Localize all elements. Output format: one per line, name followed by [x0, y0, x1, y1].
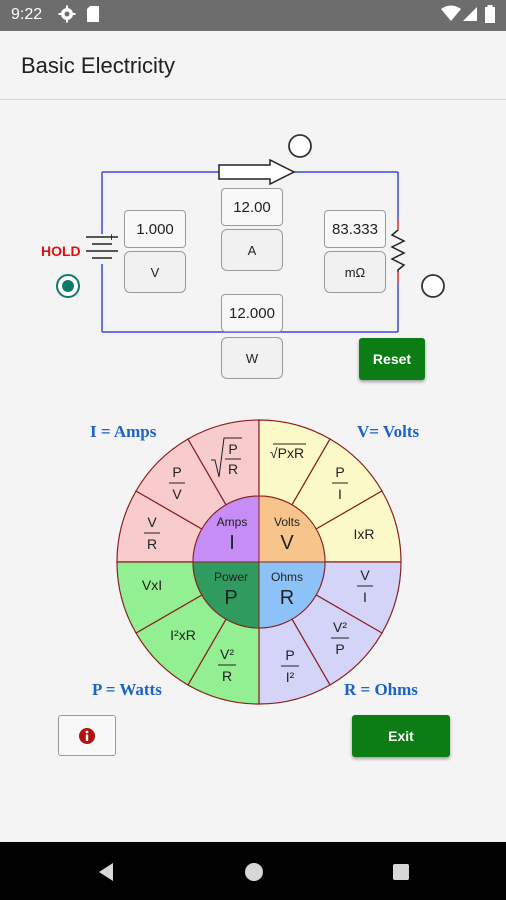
- svg-text:V²: V²: [220, 646, 234, 662]
- formula-p-over-i[interactable]: P I: [332, 464, 348, 502]
- resistor-symbol-icon: [390, 220, 406, 284]
- settings-icon: [58, 5, 76, 23]
- svg-text:P: P: [228, 441, 237, 457]
- hold-current-radio[interactable]: [288, 134, 312, 158]
- ohms-label: R = Ohms: [344, 680, 418, 699]
- formula-v2-over-p[interactable]: V² P: [331, 619, 349, 657]
- svg-text:P: P: [335, 641, 344, 657]
- status-time: 9:22: [11, 6, 43, 23]
- home-icon[interactable]: [244, 862, 264, 882]
- center-ohms-symbol: R: [280, 587, 294, 609]
- battery-icon: [485, 5, 495, 23]
- svg-text:I: I: [338, 486, 342, 502]
- center-amps-word: Amps: [217, 515, 248, 529]
- formula-vxi[interactable]: VxI: [142, 577, 162, 593]
- circuit-diagram: +: [56, 134, 445, 333]
- navigation-bar: [0, 842, 506, 900]
- svg-text:V²: V²: [333, 619, 347, 635]
- formula-sqrt-p-over-r[interactable]: P R: [211, 437, 242, 478]
- amps-label: I = Amps: [90, 422, 157, 441]
- resistance-unit-button[interactable]: mΩ: [324, 251, 386, 293]
- svg-text:V: V: [172, 486, 182, 502]
- status-bar: 9:22: [0, 0, 506, 31]
- center-ohms-word: Ohms: [271, 570, 303, 584]
- svg-text:R: R: [222, 668, 232, 684]
- svg-text:+: +: [108, 230, 115, 244]
- voltage-input[interactable]: 1.000: [124, 210, 186, 248]
- svg-text:P: P: [172, 464, 181, 480]
- power-input[interactable]: 12.000: [221, 294, 283, 332]
- voltage-unit-button[interactable]: V: [124, 251, 186, 293]
- formula-v-over-i[interactable]: V I: [357, 567, 373, 605]
- hold-voltage-radio[interactable]: [56, 274, 80, 298]
- resistance-input[interactable]: 83.333: [324, 210, 386, 248]
- svg-text:P: P: [285, 647, 294, 663]
- app-bar: Basic Electricity: [0, 31, 506, 100]
- formula-sqrt-pxr[interactable]: √PxR: [270, 445, 304, 461]
- svg-text:V: V: [147, 514, 157, 530]
- back-icon[interactable]: [97, 862, 115, 882]
- center-volts-sector: [258, 495, 326, 563]
- svg-text:R: R: [147, 536, 157, 552]
- center-amps-symbol: I: [229, 532, 235, 554]
- center-volts-symbol: V: [280, 532, 294, 554]
- info-icon: [79, 727, 95, 744]
- page-title: Basic Electricity: [21, 53, 176, 78]
- center-power-sector: [192, 561, 260, 629]
- hold-label: HOLD: [41, 243, 81, 259]
- exit-button[interactable]: Exit: [352, 715, 450, 757]
- center-volts-word: Volts: [274, 515, 300, 529]
- current-direction-arrow-icon: [218, 158, 296, 186]
- watts-label: P = Watts: [92, 680, 162, 699]
- ohms-law-wheel: V R P V P R √PxR P I IxR V I: [116, 419, 402, 705]
- svg-text:V: V: [360, 567, 370, 583]
- battery-symbol-icon: +: [86, 230, 118, 259]
- hold-resistance-radio[interactable]: [421, 274, 445, 298]
- sd-card-icon: [87, 6, 99, 22]
- svg-text:R: R: [228, 461, 238, 477]
- wifi-icon: [441, 5, 461, 21]
- formula-v2-over-r[interactable]: V² R: [218, 646, 236, 684]
- center-amps-sector: [192, 495, 260, 563]
- current-unit-button[interactable]: A: [221, 229, 283, 271]
- formula-p-over-v[interactable]: P V: [169, 464, 185, 502]
- signal-icon: [463, 7, 477, 21]
- svg-text:I: I: [363, 589, 367, 605]
- formula-ixr[interactable]: IxR: [354, 526, 375, 542]
- svg-text:P: P: [335, 464, 344, 480]
- center-power-symbol: P: [224, 587, 237, 609]
- current-input[interactable]: 12.00: [221, 188, 283, 226]
- info-button[interactable]: [58, 715, 116, 756]
- power-unit-button[interactable]: W: [221, 337, 283, 379]
- formula-v-over-r[interactable]: V R: [144, 514, 160, 552]
- svg-text:I²: I²: [286, 669, 295, 685]
- reset-button[interactable]: Reset: [359, 338, 425, 380]
- center-ohms-sector: [258, 561, 326, 629]
- volts-label: V= Volts: [357, 422, 420, 441]
- center-power-word: Power: [214, 570, 248, 584]
- formula-i2xr[interactable]: I²xR: [170, 627, 196, 643]
- recents-icon[interactable]: [392, 863, 410, 881]
- formula-p-over-i2[interactable]: P I²: [281, 647, 299, 685]
